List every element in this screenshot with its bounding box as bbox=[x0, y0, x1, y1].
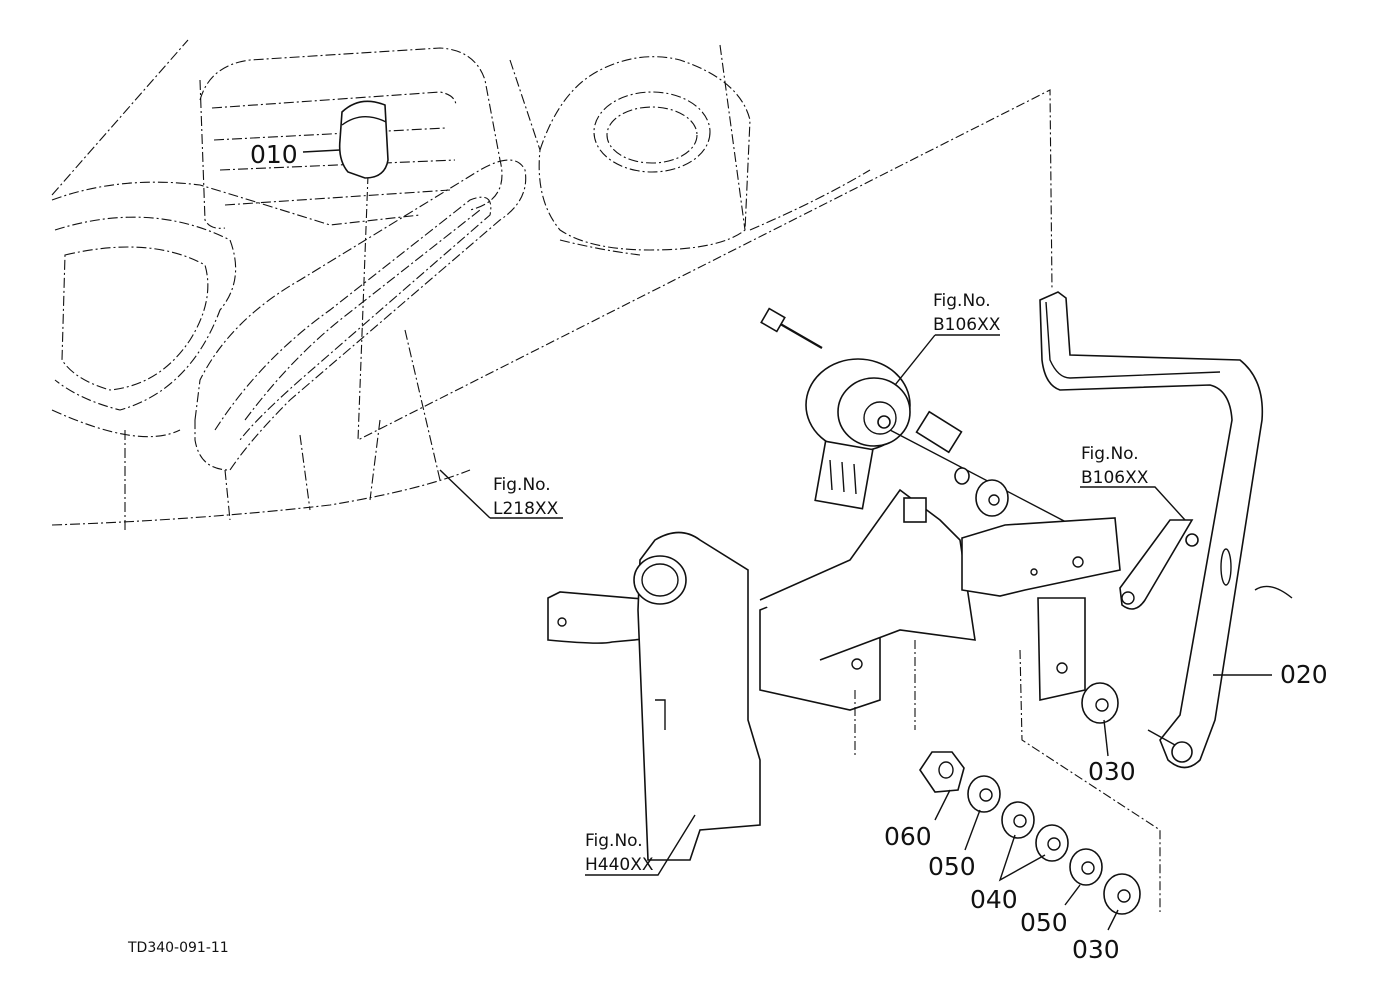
part-label-010: 010 bbox=[250, 140, 298, 169]
part-label-020: 020 bbox=[1280, 660, 1328, 689]
nut-060 bbox=[919, 751, 965, 793]
washer-050-b bbox=[1069, 848, 1103, 886]
part-label-040: 040 bbox=[970, 885, 1018, 914]
bracket-assembly bbox=[547, 488, 1161, 912]
part-label-030: 030 bbox=[1088, 757, 1136, 786]
projection-lines bbox=[357, 89, 1053, 441]
figure-ref-h440xx: Fig.No. H440XX bbox=[585, 831, 654, 875]
washer-040-a bbox=[1001, 801, 1035, 839]
washer-030-lower bbox=[1103, 873, 1141, 915]
part-label-030: 030 bbox=[1072, 935, 1120, 964]
fig-ref-prefix: Fig.No. bbox=[585, 831, 643, 851]
part-label-060: 060 bbox=[884, 822, 932, 851]
part-label-050: 050 bbox=[928, 852, 976, 881]
drawing-code: TD340-091-11 bbox=[127, 940, 229, 956]
leader-lines bbox=[439, 334, 1186, 931]
washer-050-a bbox=[967, 775, 1001, 813]
figure-ref-l218xx: Fig.No. L218XX bbox=[493, 475, 559, 519]
fig-ref-prefix: Fig.No. bbox=[933, 291, 991, 311]
fig-ref-code: L218XX bbox=[493, 499, 559, 519]
fig-ref-prefix: Fig.No. bbox=[1081, 444, 1139, 464]
sensor-assembly bbox=[760, 307, 1111, 546]
console-phantom-outline bbox=[51, 39, 871, 530]
figure-ref-b106xx-arm: Fig.No. B106XX bbox=[1081, 444, 1149, 488]
fig-ref-code: H440XX bbox=[585, 855, 654, 875]
fig-ref-code: B106XX bbox=[933, 315, 1001, 335]
washer-stack-upper bbox=[954, 467, 1199, 610]
figure-ref-b106xx-sensor: Fig.No. B106XX bbox=[933, 291, 1001, 335]
fig-ref-prefix: Fig.No. bbox=[493, 475, 551, 495]
lever-arm-020 bbox=[1039, 291, 1293, 769]
part-label-050: 050 bbox=[1020, 908, 1068, 937]
fig-ref-code: B106XX bbox=[1081, 468, 1149, 488]
knob-010 bbox=[302, 100, 389, 179]
washer-030-upper bbox=[1081, 682, 1119, 724]
washer-040-b bbox=[1035, 824, 1069, 862]
